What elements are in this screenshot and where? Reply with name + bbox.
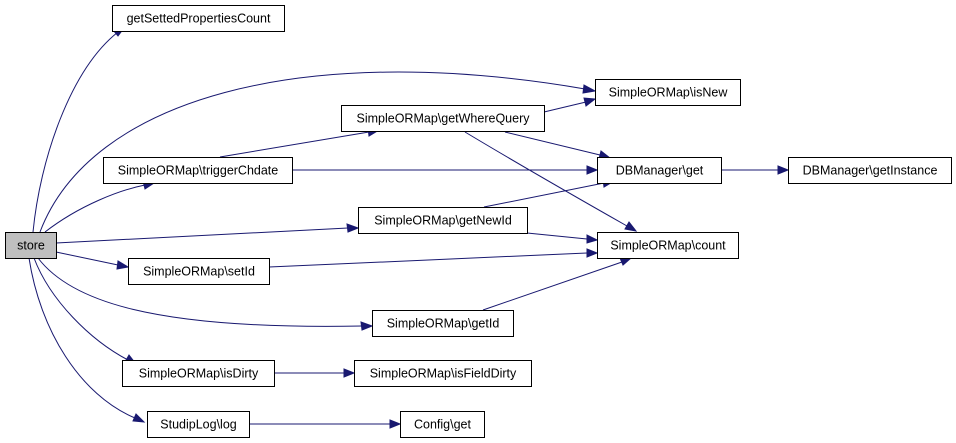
edge-store-triggerchdate xyxy=(44,180,156,233)
node-simpleormap-getwherequery[interactable]: SimpleORMap\getWhereQuery xyxy=(341,105,545,132)
edge-store-setid xyxy=(55,251,130,270)
edge-store-log xyxy=(28,257,146,423)
edge-store-getsettedpropertiescount xyxy=(32,27,126,233)
edge-getid-count xyxy=(482,257,633,311)
edge-triggerchdate-getwherequery xyxy=(219,127,381,158)
node-label: store xyxy=(17,239,45,253)
node-getsettedpropertiescount[interactable]: getSettedPropertiesCount xyxy=(112,5,285,32)
node-label: StudipLog\log xyxy=(160,418,237,432)
node-label: DBManager\getInstance xyxy=(803,164,938,178)
node-store[interactable]: store xyxy=(5,232,57,259)
nodes: store getSettedPropertiesCount SimpleORM… xyxy=(5,5,952,438)
node-label: SimpleORMap\triggerChdate xyxy=(118,164,279,178)
node-dbmanager-get[interactable]: DBManager\get xyxy=(597,157,722,184)
edges xyxy=(28,27,790,429)
node-simpleormap-isnew[interactable]: SimpleORMap\isNew xyxy=(595,79,741,106)
edge-isdirty-isfielddirty xyxy=(274,368,356,378)
node-simpleormap-triggerchdate[interactable]: SimpleORMap\triggerChdate xyxy=(103,157,293,184)
edge-getnewid-dbmanagerget xyxy=(483,178,616,208)
edge-getwherequery-isnew xyxy=(543,97,597,113)
edge-log-configget xyxy=(249,419,402,429)
node-simpleormap-isfielddirty[interactable]: SimpleORMap\isFieldDirty xyxy=(354,360,532,387)
node-dbmanager-getinstance[interactable]: DBManager\getInstance xyxy=(788,157,952,184)
edge-getwherequery-dbmanagerget xyxy=(504,131,612,160)
node-label: getSettedPropertiesCount xyxy=(127,12,271,26)
node-label: DBManager\get xyxy=(616,164,704,178)
node-label: SimpleORMap\getWhereQuery xyxy=(357,112,531,126)
edge-getwherequery-count xyxy=(464,131,638,232)
node-config-get[interactable]: Config\get xyxy=(400,411,485,438)
edge-store-isdirty xyxy=(33,257,138,365)
node-label: SimpleORMap\setId xyxy=(143,265,255,279)
node-label: SimpleORMap\getNewId xyxy=(374,214,512,228)
edge-store-isnew xyxy=(39,71,597,233)
edge-dbmanagerget-getinstance xyxy=(721,165,790,175)
edge-setid-count xyxy=(268,248,599,268)
node-label: SimpleORMap\count xyxy=(610,239,726,253)
node-studiplog-log[interactable]: StudipLog\log xyxy=(147,411,250,438)
edge-triggerchdate-dbmanagerget xyxy=(292,165,599,175)
node-label: SimpleORMap\isDirty xyxy=(139,367,259,381)
node-simpleormap-isdirty[interactable]: SimpleORMap\isDirty xyxy=(122,360,275,387)
node-simpleormap-count[interactable]: SimpleORMap\count xyxy=(597,232,739,259)
edge-store-getid xyxy=(37,257,374,331)
node-simpleormap-setid[interactable]: SimpleORMap\setId xyxy=(128,258,270,285)
node-simpleormap-getnewid[interactable]: SimpleORMap\getNewId xyxy=(358,207,528,234)
edge-store-getnewid xyxy=(55,223,360,244)
node-simpleormap-getid[interactable]: SimpleORMap\getId xyxy=(372,310,514,337)
node-label: SimpleORMap\getId xyxy=(387,317,500,331)
node-label: SimpleORMap\isFieldDirty xyxy=(370,367,517,381)
edge-getnewid-count xyxy=(526,232,599,244)
node-label: Config\get xyxy=(414,418,472,432)
node-label: SimpleORMap\isNew xyxy=(609,86,729,100)
